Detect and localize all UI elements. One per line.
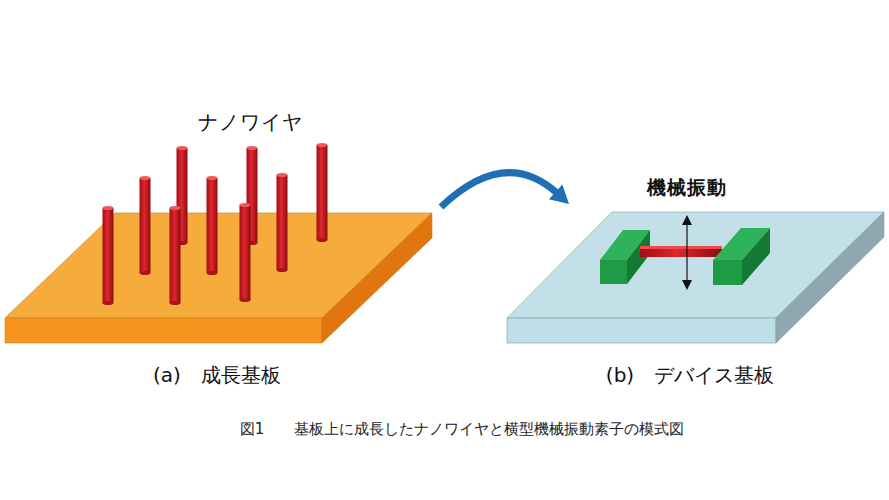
vibration-arrow (682, 215, 692, 290)
figure-caption: 図1 基板上に成長したナノワイヤと横型機械振動素子の模式図 (240, 420, 685, 438)
nanowire (240, 203, 251, 302)
nanowires (103, 143, 328, 305)
substrate-label: (b) デバイス基板 (606, 363, 774, 387)
substrate-label: (a) 成長基板 (153, 363, 281, 387)
electrode-right (713, 228, 770, 285)
device-substrate-node: (b) デバイス基板 (567, 170, 884, 395)
vibration-label: 機械振動 (647, 176, 727, 199)
nanowire-beam (640, 246, 722, 257)
growth-substrate (5, 213, 432, 343)
nanowire-label: ナノワイヤ (198, 110, 303, 134)
nanowire (170, 206, 181, 305)
nanowire (140, 176, 151, 275)
nanowire (317, 143, 328, 242)
nanowire (277, 173, 288, 272)
device-substrate (507, 212, 884, 343)
transfer-arrow (441, 173, 569, 207)
nanowire (207, 176, 218, 275)
nanowire (103, 206, 114, 305)
growth-substrate-node: (a) 成長基板 (5, 145, 437, 395)
